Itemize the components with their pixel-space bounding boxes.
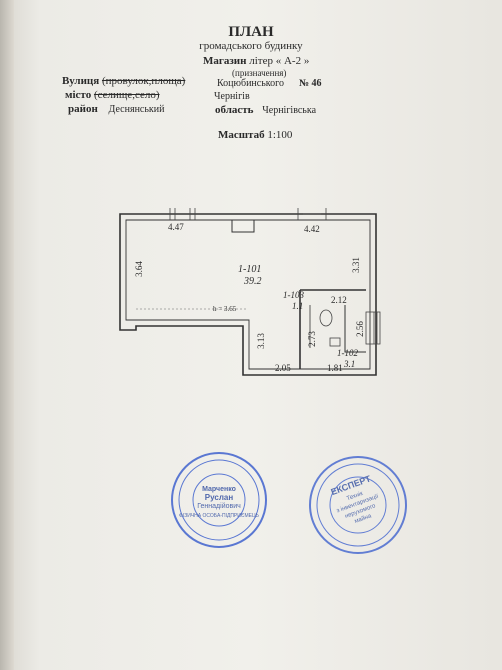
- plan-walls: [119, 213, 377, 376]
- district-row: район Деснянський: [68, 103, 164, 115]
- dim-top-left: 4.47: [168, 222, 184, 232]
- stamp-left-line3: Геннадійович: [197, 502, 241, 510]
- dim-181: 1.81: [327, 363, 343, 373]
- street-label: Вулиця: [62, 75, 100, 87]
- sanitary-fixtures: [319, 309, 341, 347]
- letter-label: літер « А-2 »: [249, 55, 310, 67]
- stamp-left-line1: Марченко: [202, 486, 236, 493]
- stamp-left-line4: ФІЗИЧНА ОСОБА-ПІДПРИЄМЕЦЬ: [179, 513, 260, 519]
- height-label: h = 3.65: [213, 305, 237, 313]
- stamp-left: Марченко Руслан Геннадійович ФІЗИЧНА ОСО…: [171, 452, 267, 548]
- dim-212: 2.12: [331, 295, 347, 305]
- page-edge: [0, 0, 14, 670]
- house-number: № 46: [299, 78, 322, 89]
- plan-subtitle: громадського будинку: [199, 40, 303, 52]
- city-row: місто (селище,село): [65, 89, 160, 101]
- stamp-right: ЕКСПЕРТ Технік з інвентаризації нерухомо…: [309, 456, 407, 554]
- room-103-id: 1-103: [283, 290, 304, 300]
- room-103-area: 1.1: [292, 301, 304, 311]
- dim-top-right: 4.42: [304, 224, 320, 234]
- stamp-right-line2: Технік: [346, 491, 364, 503]
- room-101-area: 39.2: [244, 276, 262, 287]
- plan-title: ПЛАН: [228, 24, 274, 40]
- dim-205: 2.05: [275, 363, 291, 373]
- region-row: область Чернігівська: [215, 104, 316, 116]
- room-102-id: 1-102: [337, 348, 358, 358]
- room-101-id: 1-101: [238, 264, 262, 275]
- entrance-stairs: [365, 311, 381, 345]
- scale-row: Масштаб 1:100: [218, 129, 292, 141]
- plan-windows: [169, 208, 327, 220]
- scale-label: Масштаб: [218, 129, 265, 141]
- city-value: Чернігів: [214, 91, 250, 102]
- stamp-left-line2: Руслан: [205, 493, 234, 502]
- district-label: район: [68, 103, 98, 115]
- purpose-value: Магазин: [203, 55, 247, 67]
- city-label: місто: [65, 89, 92, 101]
- street-row: Вулиця (провулок,площа): [62, 75, 185, 87]
- scale-value: 1:100: [267, 129, 293, 141]
- city-alt: (селище,село): [93, 89, 160, 101]
- street-alt: (провулок,площа): [101, 75, 186, 87]
- district-value: Деснянський: [108, 104, 165, 115]
- street-value: Коцюбинського: [217, 78, 284, 89]
- purpose-caption: (призначення): [232, 68, 287, 78]
- region-value: Чернігівська: [262, 105, 317, 116]
- region-label: область: [215, 104, 254, 116]
- stamp-right-line1: ЕКСПЕРТ: [329, 473, 372, 497]
- room-102-area: 3.1: [344, 359, 356, 369]
